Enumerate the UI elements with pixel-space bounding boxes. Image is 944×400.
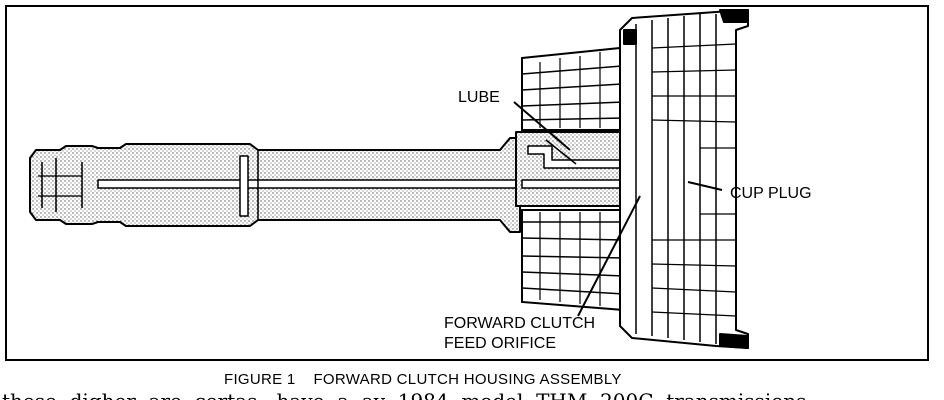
- label-lube: LUBE: [458, 89, 500, 106]
- label-cup-plug: CUP PLUG: [730, 185, 812, 202]
- label-feed-orifice: FEED ORIFICE: [444, 335, 556, 352]
- input-shaft: [29, 137, 521, 233]
- leader-lines: [513, 101, 723, 317]
- figure-caption: FIGURE 1 FORWARD CLUTCH HOUSING ASSEMBLY: [224, 371, 622, 388]
- label-forward-clutch: FORWARD CLUTCH: [444, 315, 595, 332]
- cutoff-body-text: these digher are certas have a ay 1984 m…: [2, 389, 806, 400]
- clutch-drum-front: [619, 9, 749, 349]
